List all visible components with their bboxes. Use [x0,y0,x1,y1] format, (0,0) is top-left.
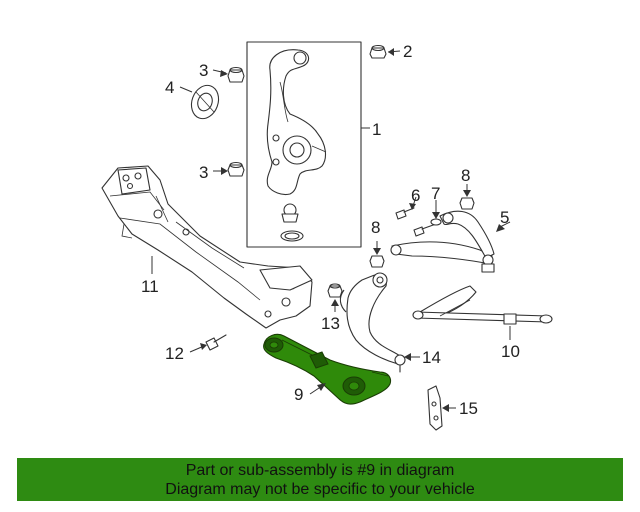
callout-10: 10 [501,342,520,361]
nut-part-3-upper[interactable] [227,66,245,83]
callout-5: 5 [500,208,509,227]
callout-8-left: 8 [371,218,380,237]
nut-part-13[interactable] [327,283,343,298]
callout-6: 6 [411,186,420,205]
transverse-link-part-9-highlighted[interactable] [263,333,392,405]
callout-2: 2 [403,42,412,61]
steering-knuckle-group[interactable] [246,41,362,248]
bushing-part-2[interactable] [369,44,387,59]
callout-3-lower: 3 [199,163,208,182]
callout-8-right: 8 [461,166,470,185]
upper-control-arm-part-5[interactable] [390,210,495,273]
callout-1: 1 [372,120,381,139]
subframe-part-11[interactable] [101,165,313,329]
dust-shield-part-4[interactable] [187,82,223,123]
callout-3-upper: 3 [199,61,208,80]
banner-line-1: Part or sub-assembly is #9 in diagram [185,462,455,479]
callout-7: 7 [431,184,440,203]
banner-line-2: Diagram may not be specific to your vehi… [165,481,475,498]
callout-9: 9 [294,385,303,404]
callout-12: 12 [165,344,184,363]
bolt-part-12[interactable] [205,334,227,351]
parts-diagram: 1 2 3 3 4 5 [101,41,553,431]
bolt-part-6[interactable] [395,207,415,220]
callout-4: 4 [165,78,174,97]
nut-part-8-left[interactable] [369,255,385,268]
callout-15: 15 [459,399,478,418]
callout-14: 14 [422,348,441,367]
nut-part-8-right[interactable] [459,197,475,210]
tension-rod-part-10[interactable] [412,285,553,325]
callout-11: 11 [141,277,159,296]
info-banner: Part or sub-assembly is #9 in diagram Di… [17,458,623,501]
nut-part-3-lower[interactable] [227,161,245,177]
callout-13: 13 [321,314,340,333]
bolt-part-6-b[interactable] [413,223,437,237]
lower-control-arm-part-14[interactable] [339,272,406,373]
bracket-part-15[interactable] [427,385,443,431]
washer-part-7[interactable] [430,218,442,226]
